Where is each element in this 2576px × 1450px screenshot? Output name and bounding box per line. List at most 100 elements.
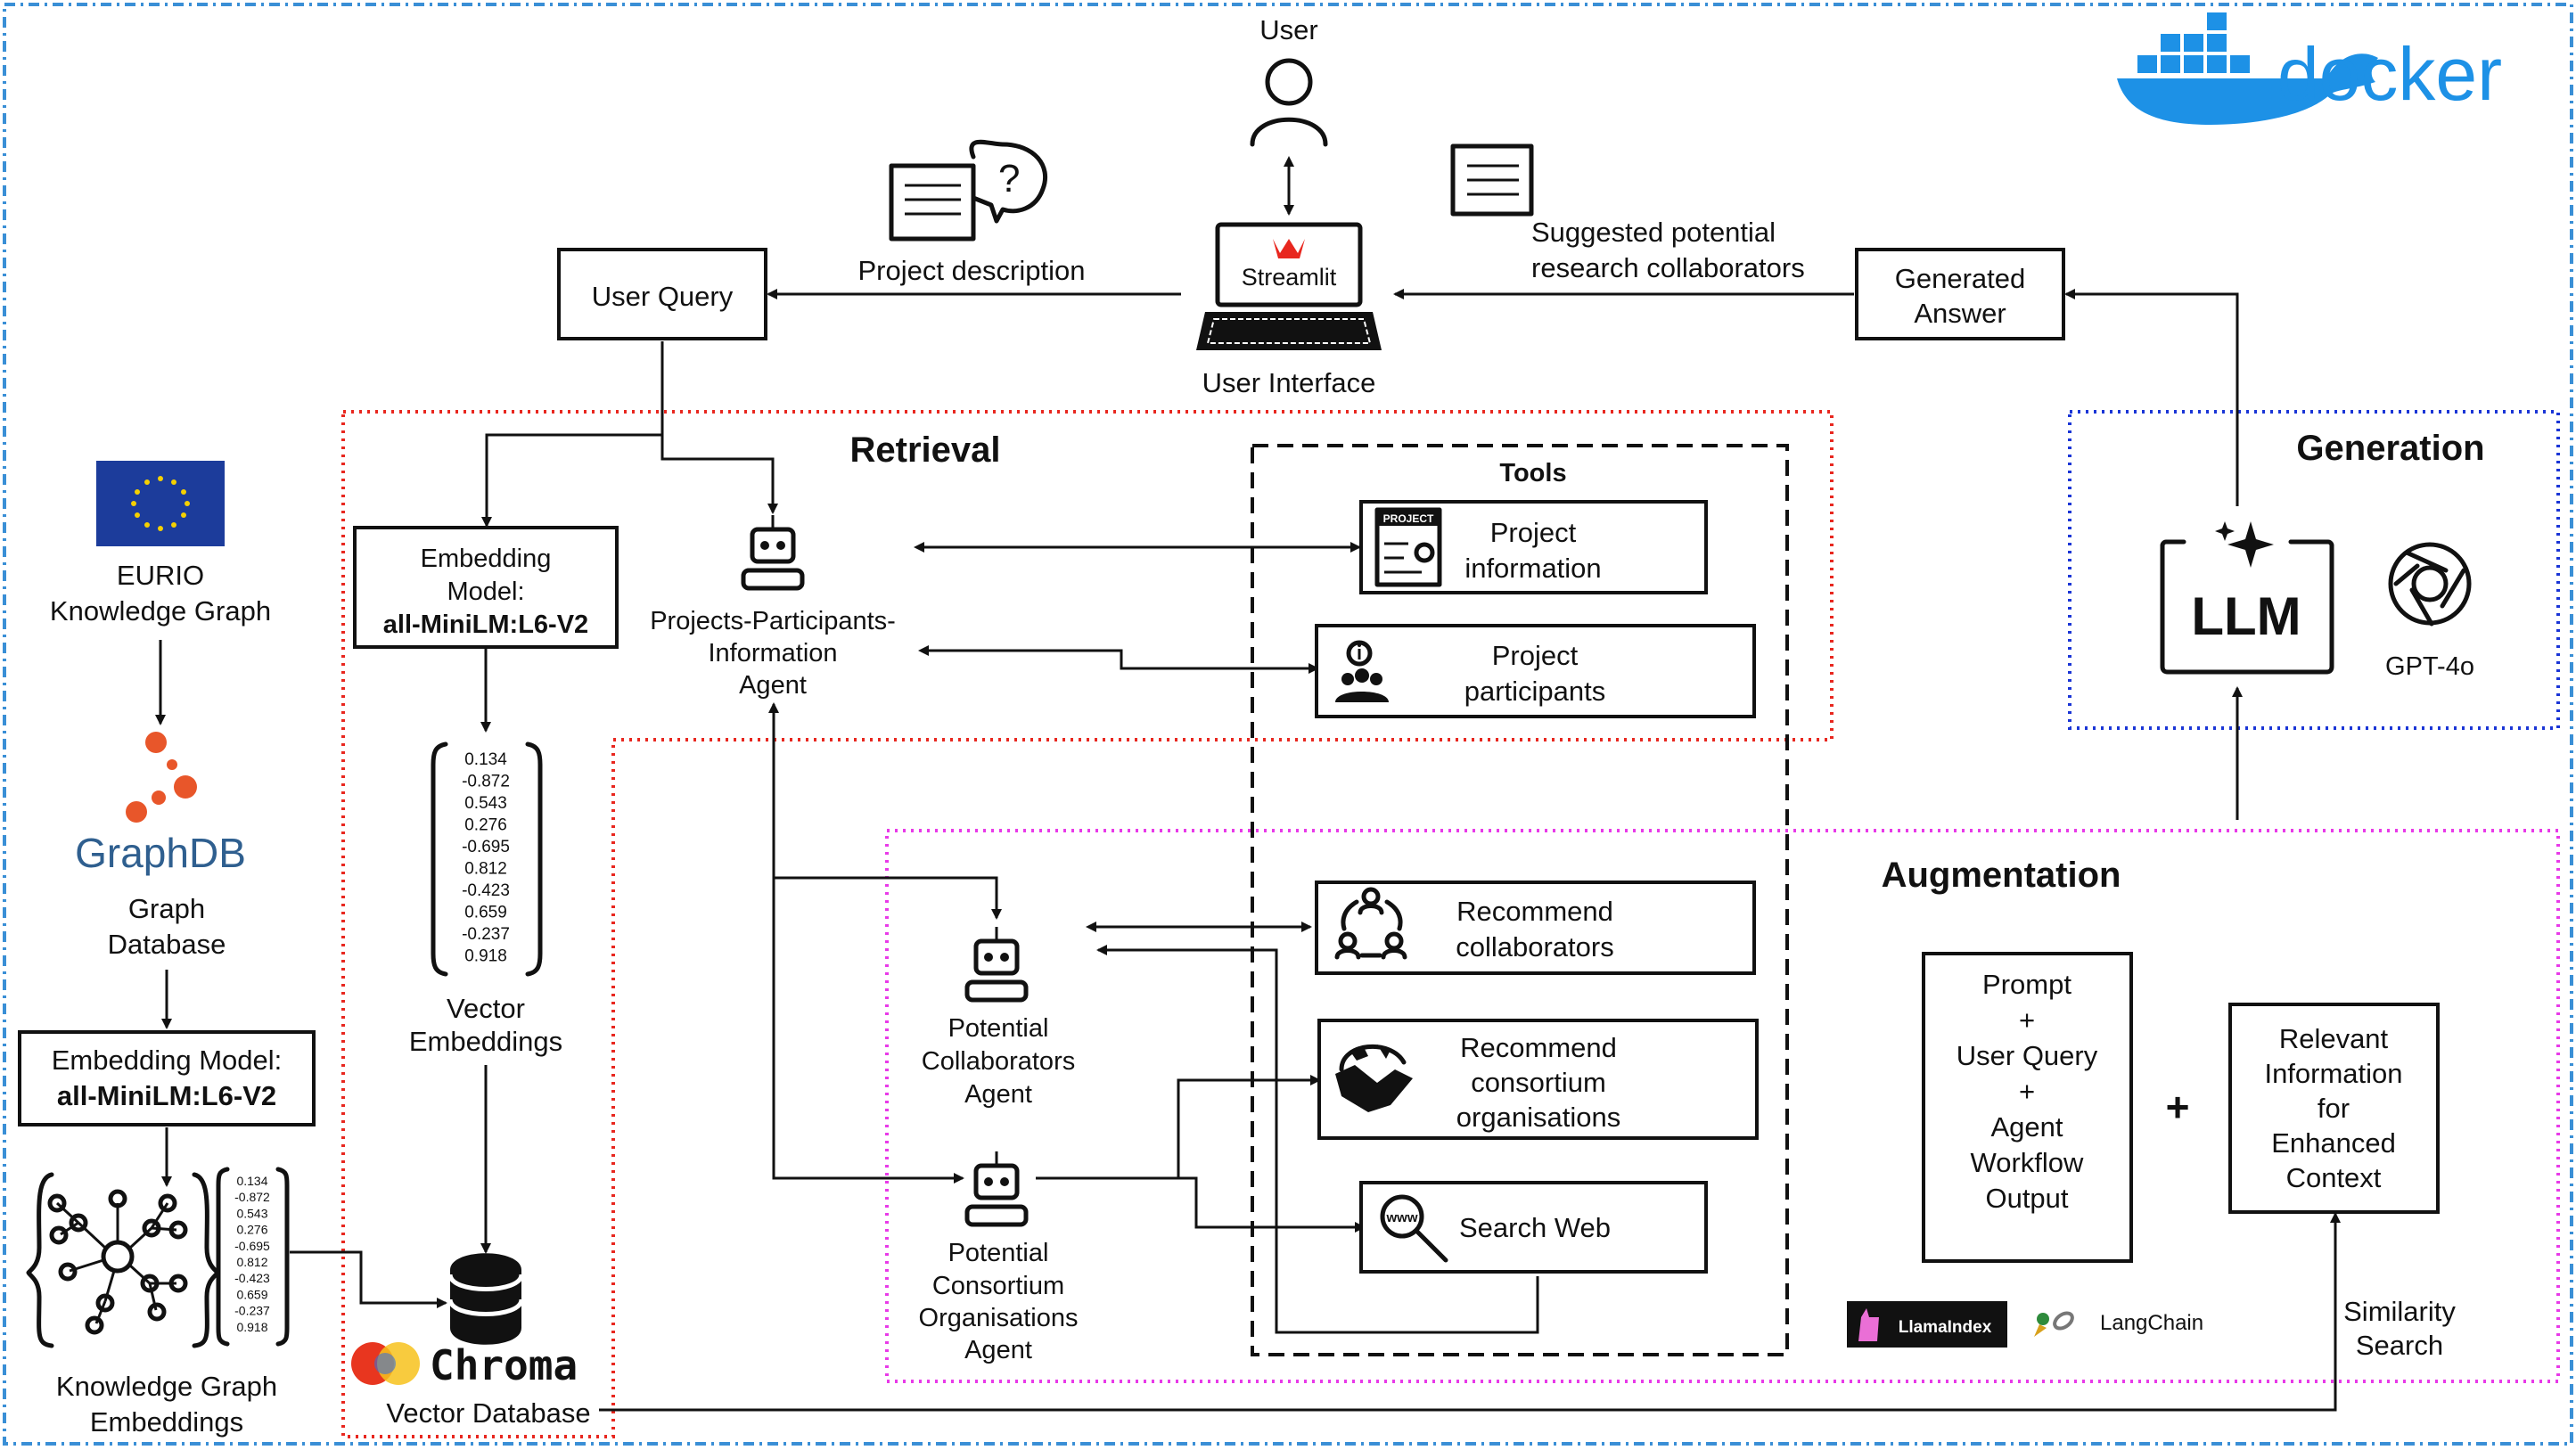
- knowledge-graph-icon: [26, 1172, 220, 1348]
- database-icon: [447, 1253, 524, 1345]
- pca-agent-line3: Agent: [964, 1080, 1032, 1109]
- llm-icon: [2160, 521, 2334, 675]
- augmentation-title: Augmentation: [1882, 856, 2121, 895]
- embedding-center-line3: all-MiniLM:L6-V2: [383, 610, 588, 639]
- vector-embeddings-line2: Embeddings: [409, 1026, 562, 1057]
- left-vector-value: 0.659: [236, 1287, 267, 1301]
- embedding-center-line1: Embedding: [421, 545, 552, 573]
- tool-collaborators-line2: collaborators: [1456, 931, 1613, 963]
- gpt-model-label: GPT-4o: [2385, 652, 2474, 681]
- project-badge-text: PROJECT: [1383, 512, 1434, 525]
- tools-frame: [1251, 444, 1789, 1356]
- center-vector-value: -0.695: [462, 838, 510, 856]
- streamlit-label: Streamlit: [1242, 264, 1337, 291]
- graphdb-dots-icon: [126, 732, 197, 823]
- retrieval-title: Retrieval: [850, 430, 1001, 470]
- graphdb-logo: GraphDB: [75, 830, 246, 876]
- laptop-icon: [1196, 222, 1382, 350]
- openai-logo-icon: [2388, 542, 2472, 627]
- context-line: for: [2318, 1093, 2350, 1124]
- kg-embeddings-line2: Embeddings: [90, 1406, 243, 1438]
- suggested-line1: Suggested potential: [1531, 217, 1776, 248]
- pca-agent-robot-icon: [964, 927, 1029, 1003]
- participants-icon: [1335, 640, 1389, 702]
- chroma-logo-icon: [351, 1342, 420, 1385]
- tool-participants-line2: participants: [1464, 676, 1606, 707]
- llamaindex-logo: LlamaIndex: [1847, 1301, 2007, 1348]
- generated-answer-box: [1855, 248, 2065, 340]
- tool-consortium-line1: Recommend: [1460, 1032, 1617, 1063]
- left-vector-value: -0.695: [234, 1239, 270, 1253]
- vector-embeddings-line1: Vector: [447, 993, 525, 1024]
- collaborators-cycle-icon: [1334, 887, 1407, 960]
- embedding-model-left-box: [18, 1030, 316, 1126]
- left-vector-value: 0.276: [236, 1223, 267, 1237]
- similarity-line1: Similarity: [2343, 1296, 2456, 1327]
- center-vector-value: 0.543: [464, 794, 507, 813]
- similarity-line2: Search: [2356, 1330, 2443, 1361]
- question-mark: ?: [998, 157, 1020, 201]
- embedding-center-line2: Model:: [447, 578, 524, 606]
- retrieval-frame: [341, 410, 1834, 1438]
- tool-recommend-collaborators: [1315, 881, 1756, 975]
- left-vector-bracket-open: [216, 1167, 230, 1347]
- prompt-line: Output: [1985, 1183, 2068, 1214]
- prompt-line: User Query: [1957, 1040, 2098, 1071]
- eurio-line2: Knowledge Graph: [50, 595, 271, 627]
- tool-collaborators-line1: Recommend: [1456, 896, 1613, 927]
- left-vector-value: -0.423: [234, 1271, 270, 1285]
- prompt-line: +: [2019, 1076, 2035, 1107]
- question-document-icon: ?: [889, 139, 1048, 242]
- llamaindex-text: LlamaIndex: [1899, 1318, 1992, 1337]
- left-vector-value: 0.134: [236, 1174, 267, 1188]
- left-vector-value: 0.812: [236, 1255, 267, 1269]
- center-vector-value: -0.237: [462, 925, 510, 944]
- tool-project-info-line2: information: [1464, 553, 1601, 584]
- graphdb-line1: Graph: [128, 893, 205, 924]
- center-vector-value: 0.918: [464, 947, 507, 966]
- graphdb-line2: Database: [108, 929, 226, 960]
- context-line: Information: [2264, 1058, 2402, 1089]
- pcoa-agent-line2: Consortium: [932, 1272, 1064, 1300]
- user-label: User: [1259, 14, 1317, 45]
- center-vector-value: 0.276: [464, 816, 507, 835]
- tool-project-participants: [1315, 624, 1756, 718]
- context-line: Enhanced: [2271, 1127, 2396, 1159]
- project-description-label: Project description: [857, 255, 1085, 286]
- outer-frame: [3, 3, 2573, 1446]
- generated-answer-line1: Generated: [1895, 263, 2026, 294]
- user-query-box: [557, 248, 767, 340]
- center-vector-values: 0.134-0.8720.5430.276-0.6950.812-0.4230.…: [462, 750, 510, 966]
- pca-agent-line2: Collaborators: [922, 1047, 1075, 1076]
- www-text: www: [1385, 1210, 1417, 1225]
- center-vector-value: -0.872: [462, 773, 510, 791]
- kg-embeddings-line1: Knowledge Graph: [56, 1371, 277, 1402]
- context-line: Context: [2286, 1162, 2382, 1193]
- embedding-left-line2: all-MiniLM:L6-V2: [57, 1080, 276, 1111]
- prompt-line: Agent: [1990, 1111, 2063, 1143]
- ppi-agent-line1: Projects-Participants-: [650, 607, 896, 635]
- ppi-agent-line2: Information: [708, 639, 837, 668]
- generated-answer-line2: Answer: [1914, 298, 2006, 329]
- docker-wordmark: docker: [2277, 32, 2502, 116]
- handshake-globe-icon: [1335, 1044, 1413, 1112]
- vector-database-label: Vector Database: [386, 1397, 590, 1429]
- eu-flag-icon: [96, 461, 225, 546]
- tool-consortium-line3: organisations: [1456, 1102, 1620, 1133]
- pcoa-agent-line4: Agent: [964, 1336, 1032, 1364]
- pcoa-agent-line1: Potential: [948, 1239, 1049, 1267]
- llm-label: LLM: [2191, 586, 2301, 646]
- ppi-agent-line3: Agent: [739, 671, 807, 700]
- suggested-line2: research collaborators: [1531, 252, 1805, 283]
- generation-title: Generation: [2296, 429, 2484, 468]
- tools-title: Tools: [1499, 459, 1566, 487]
- chroma-logo: Chroma: [430, 1341, 578, 1389]
- ppi-agent-robot-icon: [741, 515, 805, 591]
- embedding-left-line1: Embedding Model:: [52, 1044, 283, 1076]
- langchain-logo: LangChain: [2034, 1311, 2203, 1337]
- left-vector-values: 0.134-0.8720.5430.276-0.6950.812-0.4230.…: [234, 1174, 270, 1334]
- web-search-icon: www: [1380, 1194, 1448, 1263]
- eurio-line1: EURIO: [117, 560, 204, 591]
